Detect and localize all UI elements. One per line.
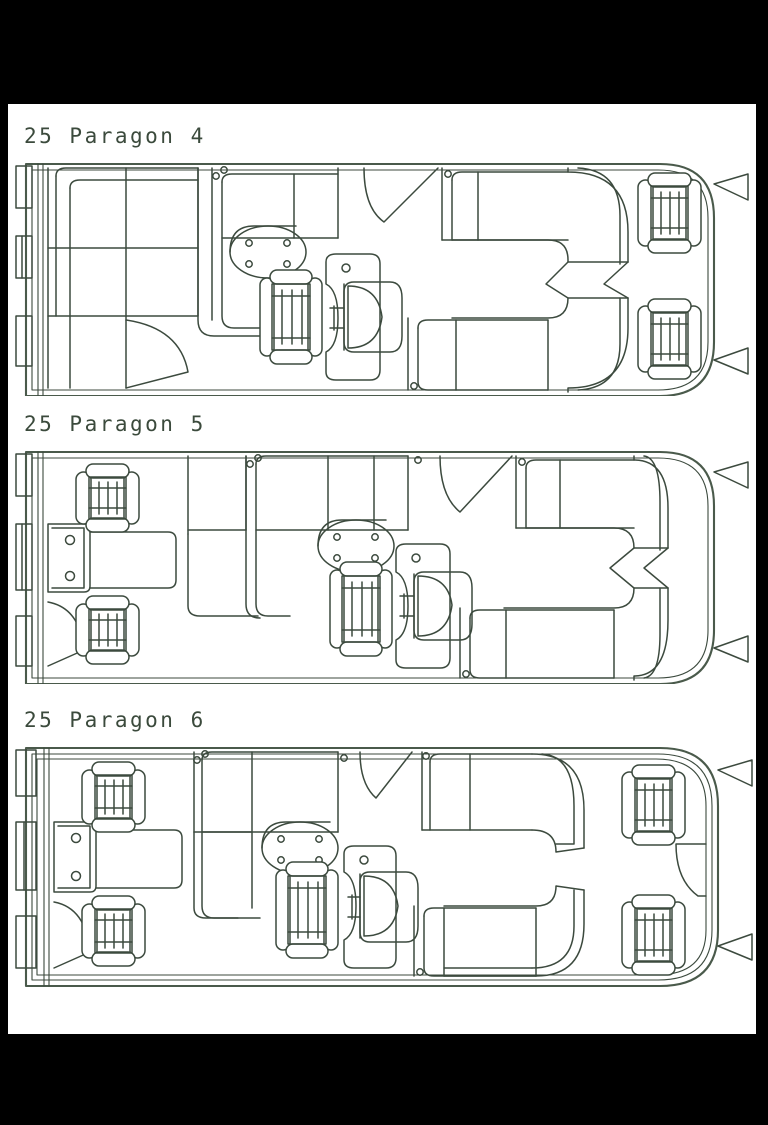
captains-chair-1 xyxy=(259,269,323,365)
stern-gate-swing-3 xyxy=(675,843,707,897)
captains-chair-2 xyxy=(329,561,393,657)
bow-port-gate-1 xyxy=(125,319,189,389)
aft-chair-forward-1 xyxy=(637,172,702,254)
starboard-bow-lounge-2 xyxy=(515,455,635,529)
starboard-bow-gate-3 xyxy=(359,751,413,799)
helm-console-2 xyxy=(395,543,473,669)
hull-outline-1 xyxy=(24,162,716,396)
aft-center-lounge-3 xyxy=(413,905,537,977)
forward-center-lounge-1 xyxy=(197,166,339,337)
deck-rails-3 xyxy=(43,747,50,987)
bow-chair-forward-2 xyxy=(75,463,140,533)
aft-chair-aft-1 xyxy=(637,298,702,380)
starboard-bow-gate-2 xyxy=(439,455,513,513)
floorplan-paragon-5: 25 Paragon 5 xyxy=(8,402,756,702)
floorplan-title-2: 25 Paragon 5 xyxy=(24,412,206,436)
helm-console-3 xyxy=(343,845,419,969)
brochure-page: 25 Paragon 4 xyxy=(8,104,756,1034)
deck-rails-2 xyxy=(37,451,44,684)
bow-side-fittings-2 xyxy=(15,453,33,667)
transom-cleats-2 xyxy=(713,461,749,663)
helm-console-1 xyxy=(325,253,403,381)
floorplan-title-1: 25 Paragon 4 xyxy=(24,124,206,148)
deck-rails-1 xyxy=(37,163,44,396)
starboard-bow-lounge-1 xyxy=(441,167,569,241)
bow-gate-module-3 xyxy=(53,821,183,893)
bow-port-lounge-1 xyxy=(47,167,199,389)
transom-cleats-3 xyxy=(717,759,753,961)
starboard-bow-gate-1 xyxy=(363,167,439,223)
bow-side-fittings-3 xyxy=(15,749,37,969)
floorplan-paragon-6: 25 Paragon 6 xyxy=(8,698,756,1008)
port-lounge-2 xyxy=(187,454,422,619)
stern-wrap-lounge-2 xyxy=(503,455,669,681)
aft-chair-aft-3 xyxy=(621,894,686,976)
aft-chair-forward-3 xyxy=(621,764,686,846)
aft-center-lounge-1 xyxy=(407,317,549,391)
port-lounge-3 xyxy=(193,750,348,919)
floorplan-drawing-2 xyxy=(8,444,756,684)
bow-chair-forward-3 xyxy=(81,761,146,833)
floorplan-title-3: 25 Paragon 6 xyxy=(24,708,206,732)
bow-chair-aft-3 xyxy=(81,895,146,967)
floorplan-drawing-1 xyxy=(8,156,756,396)
floorplan-paragon-4: 25 Paragon 4 xyxy=(8,104,756,404)
bow-side-fittings-1 xyxy=(15,165,33,367)
bow-gate-module-2 xyxy=(47,523,177,593)
starboard-bow-lounge-3 xyxy=(421,751,585,853)
hull-outline-2 xyxy=(24,450,716,684)
captains-chair-3 xyxy=(275,861,339,959)
aft-center-lounge-2 xyxy=(459,607,615,679)
floorplan-drawing-3 xyxy=(8,740,756,988)
stern-lounge-starboard-3 xyxy=(443,885,585,977)
bow-chair-aft-2 xyxy=(75,595,140,665)
transom-cleats-1 xyxy=(713,173,749,375)
stern-wrap-lounge-1 xyxy=(451,167,629,393)
